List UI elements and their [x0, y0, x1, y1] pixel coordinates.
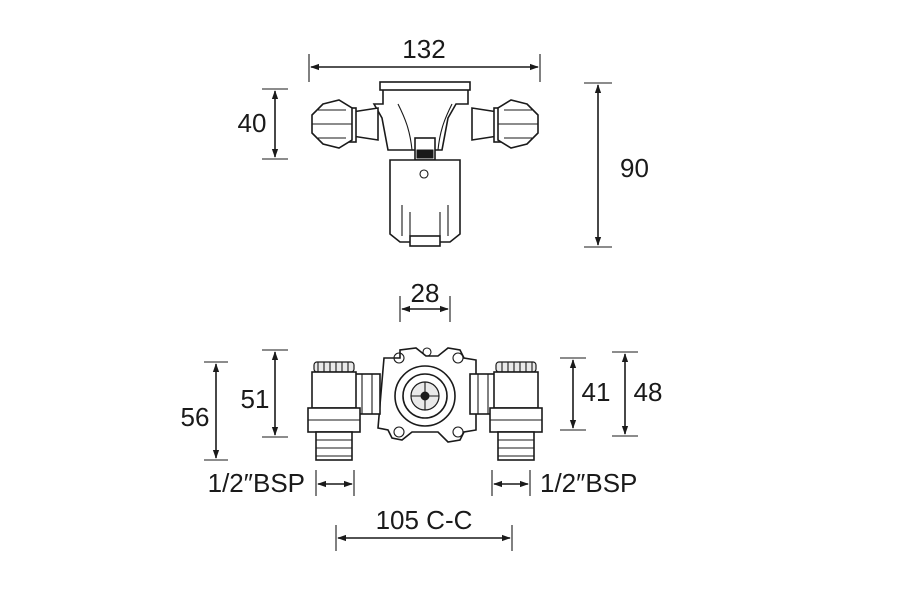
dim-front-left-outer-height: 56 — [181, 361, 228, 461]
dim-top-width: 132 — [308, 34, 541, 82]
top-cap — [379, 81, 471, 91]
front-left-valve — [307, 361, 361, 461]
dim-front-right-outer-height: 48 — [612, 351, 663, 437]
label-centres: 105 C-C — [376, 505, 473, 535]
front-right-valve — [489, 361, 543, 461]
label-40: 40 — [238, 108, 267, 138]
label-41: 41 — [582, 377, 611, 407]
dim-front-left-inner-height: 51 — [241, 349, 288, 438]
label-thread-left: 1/2″BSP — [208, 468, 305, 498]
top-body — [372, 87, 469, 151]
label-28: 28 — [411, 278, 440, 308]
top-lower-block — [389, 159, 461, 243]
label-56: 56 — [181, 402, 210, 432]
dim-front-center-width: 28 — [399, 278, 451, 322]
label-51: 51 — [241, 384, 270, 414]
top-view — [311, 81, 539, 247]
label-thread-right: 1/2″BSP — [540, 468, 637, 498]
dim-thread-left: 1/2″BSP — [208, 468, 355, 498]
label-48: 48 — [634, 377, 663, 407]
front-view — [307, 347, 543, 461]
dim-top-left-height: 40 — [238, 88, 288, 160]
dim-thread-right: 1/2″BSP — [491, 468, 637, 498]
dim-top-right-height: 90 — [584, 82, 649, 248]
dim-front-right-inner-height: 41 — [560, 357, 611, 431]
dim-centres: 105 C-C — [335, 505, 513, 551]
label-90: 90 — [620, 153, 649, 183]
label-132: 132 — [402, 34, 445, 64]
